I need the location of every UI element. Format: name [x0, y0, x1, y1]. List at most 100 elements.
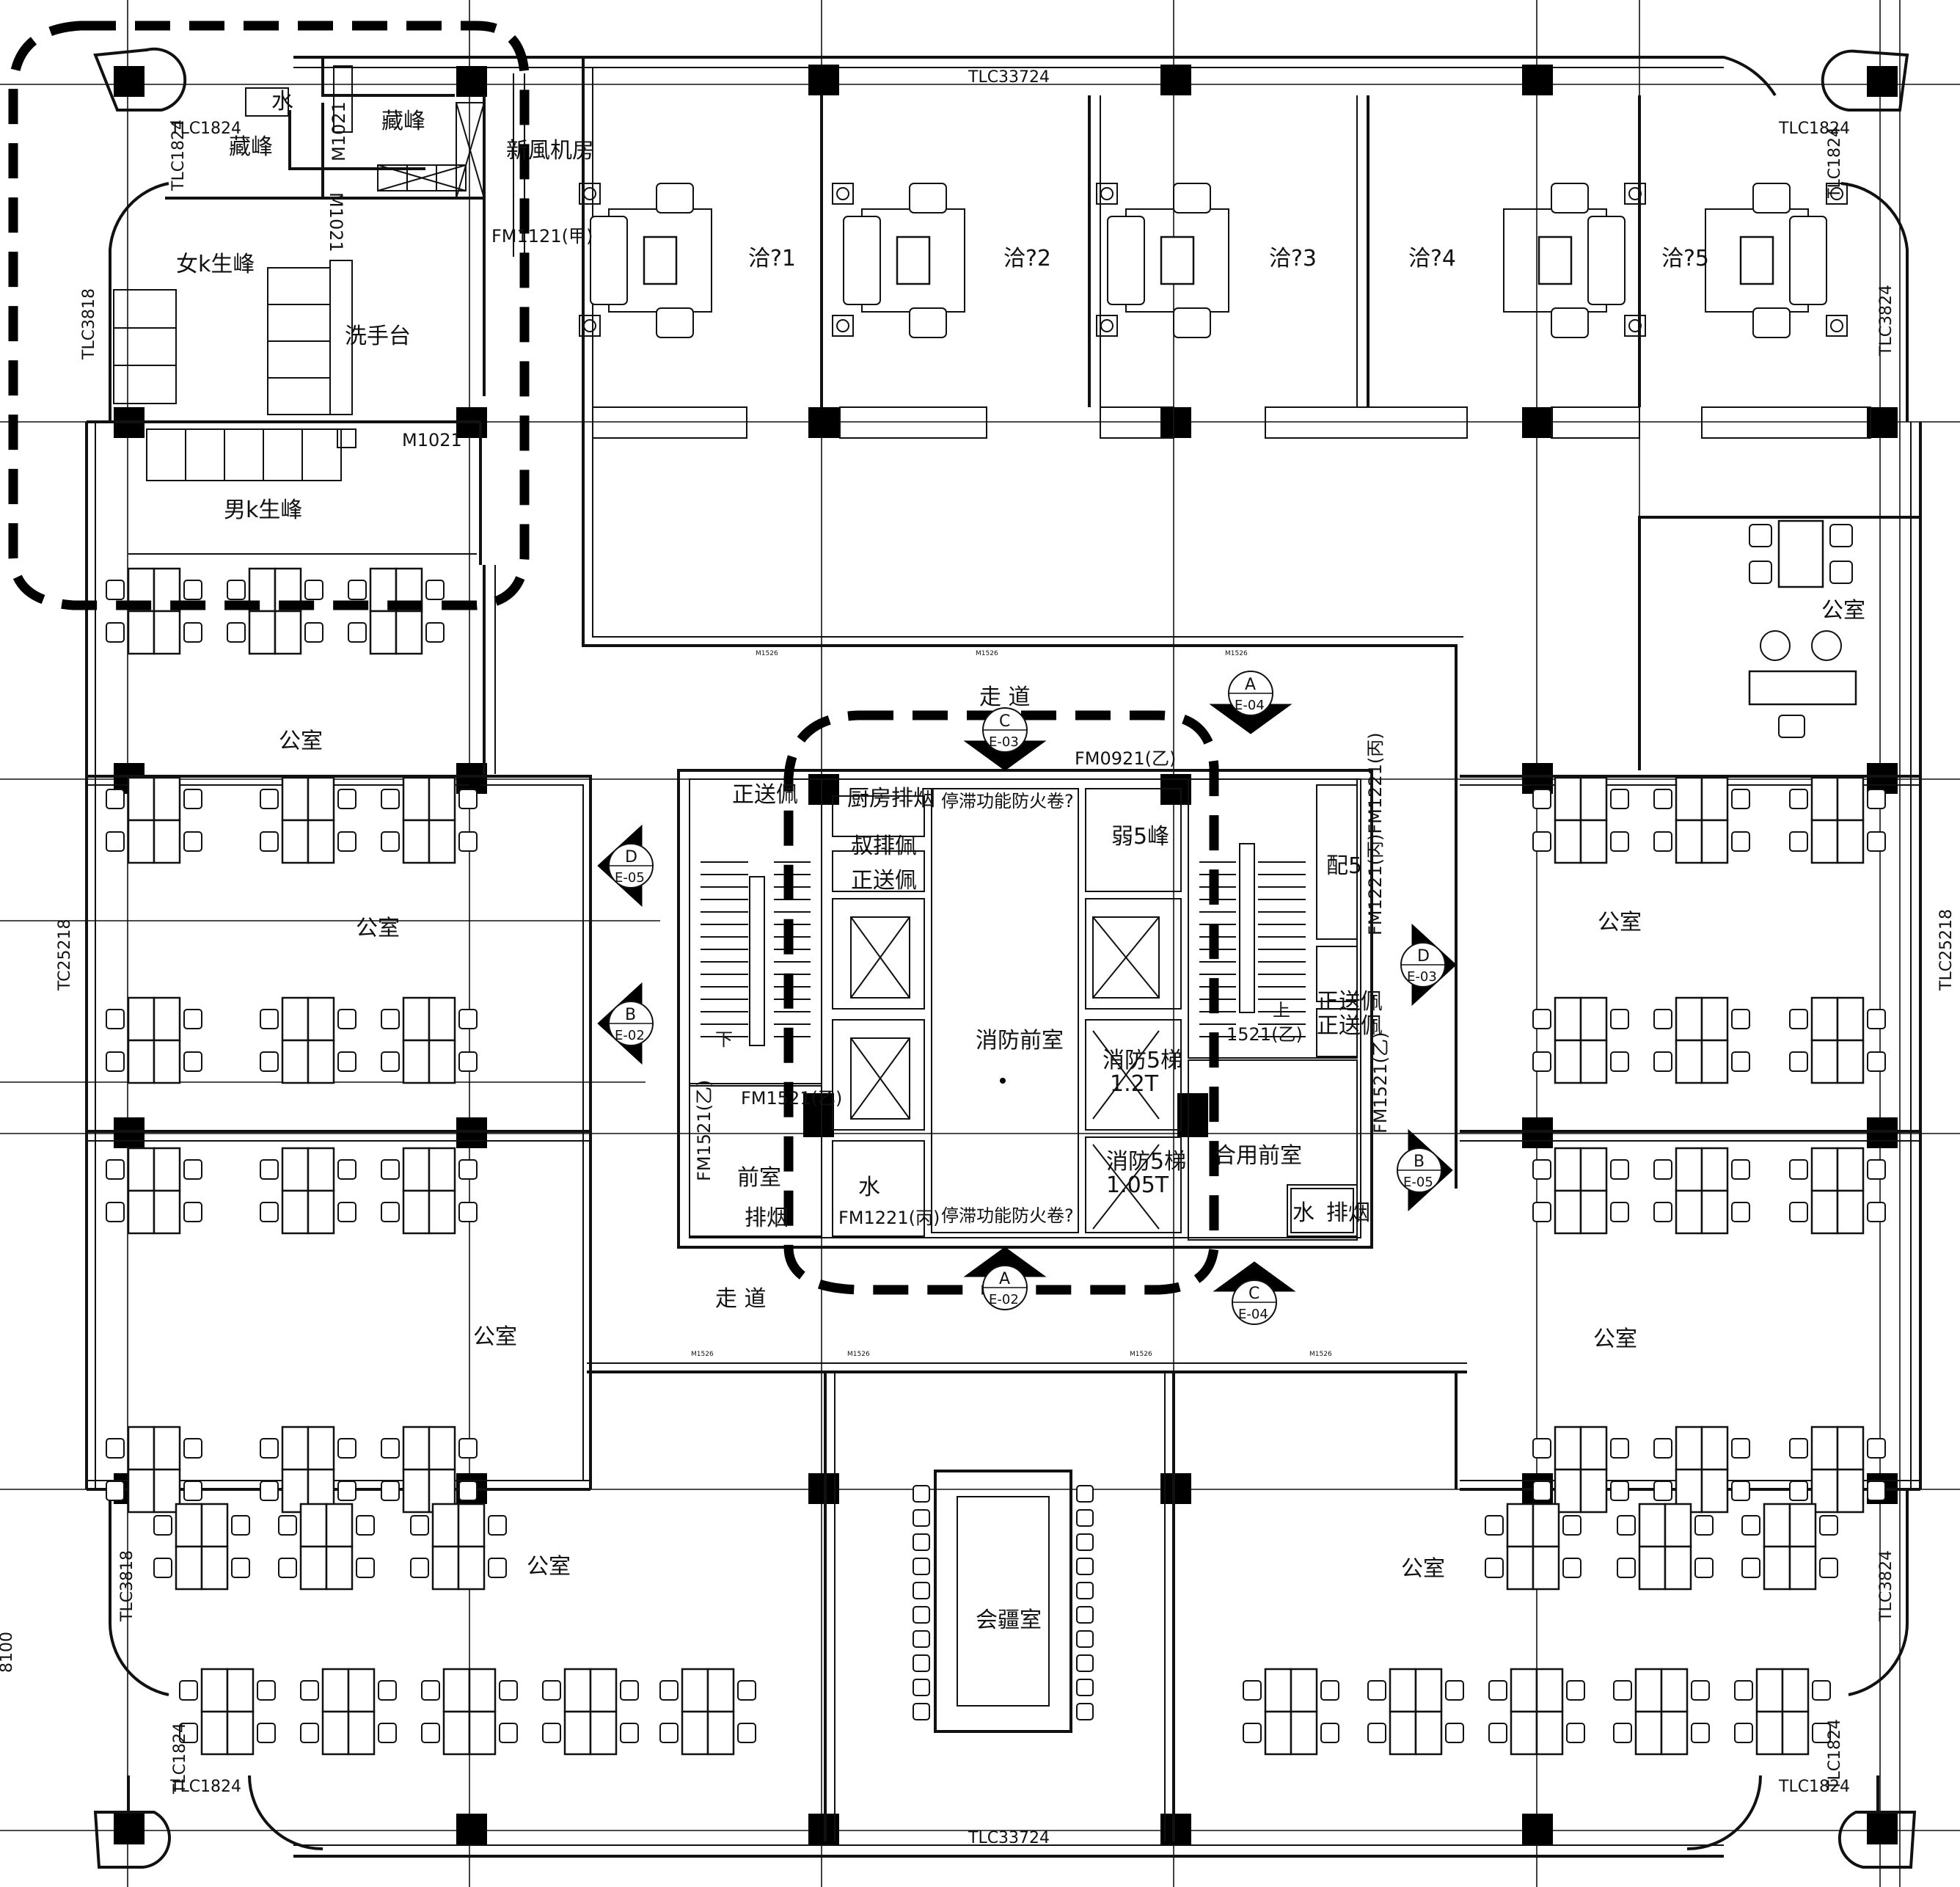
chair — [1867, 1481, 1886, 1501]
bottom-window-label: TLC33724 — [968, 1829, 1050, 1847]
workstation-cluster — [106, 776, 202, 864]
door-label: FM1221(丙) — [838, 1208, 940, 1228]
workstation-cluster — [381, 996, 478, 1084]
desk — [1535, 1710, 1564, 1756]
workstation-cluster — [1653, 996, 1750, 1084]
side-table — [1096, 315, 1118, 337]
chair — [1789, 789, 1808, 809]
section-letter: C — [1248, 1285, 1259, 1303]
room-label: 公室 — [527, 1554, 571, 1580]
side-table — [579, 315, 601, 337]
desk — [1836, 996, 1865, 1042]
chair — [1617, 1558, 1636, 1578]
sofa-set — [832, 183, 965, 338]
chair — [1488, 1723, 1507, 1743]
door-code: M1526 — [756, 650, 778, 657]
door-code: M1526 — [1225, 650, 1248, 657]
door-code: M1526 — [691, 1351, 714, 1358]
chair — [1445, 1723, 1464, 1743]
chair — [1610, 831, 1629, 852]
armchair — [656, 183, 694, 213]
room-label: 公室 — [279, 729, 323, 754]
section-marker: DE-03 — [1400, 923, 1457, 1007]
door-label: FM1121(甲) — [491, 226, 593, 247]
sofa — [843, 216, 881, 305]
desk — [153, 1426, 181, 1471]
chair — [1731, 831, 1750, 852]
desk — [1264, 1710, 1292, 1756]
chair — [620, 1723, 639, 1743]
armchair — [909, 183, 947, 213]
desk — [1748, 670, 1857, 706]
lamp — [1100, 187, 1114, 200]
workstation-cluster — [1789, 1147, 1886, 1235]
desk — [428, 776, 456, 822]
chair — [1741, 1515, 1760, 1536]
room-label: 藏峰 — [229, 134, 273, 160]
desk — [1836, 1426, 1865, 1471]
desk — [1634, 1710, 1663, 1756]
chair — [1694, 1515, 1714, 1536]
desk — [1638, 1545, 1667, 1591]
desk — [1579, 1426, 1608, 1471]
desk — [226, 1710, 255, 1756]
lamp — [1830, 187, 1843, 200]
room-label: 厨房排烟 — [847, 786, 935, 811]
chair — [1617, 1515, 1636, 1536]
room-label: 水 — [271, 89, 293, 114]
workstation-cluster — [542, 1668, 639, 1756]
chair — [348, 622, 367, 643]
chair — [913, 1509, 930, 1527]
section-ref: E-03 — [1407, 969, 1437, 985]
desk — [153, 996, 181, 1042]
sofa — [590, 216, 628, 305]
desk — [347, 1710, 376, 1756]
section-letter: A — [999, 1270, 1010, 1288]
desk — [1836, 1189, 1865, 1235]
desk — [706, 1668, 735, 1713]
room-label: 洗手台 — [345, 324, 411, 349]
desk — [200, 1503, 229, 1548]
chair — [337, 1159, 356, 1180]
desk — [589, 1668, 618, 1713]
chair — [381, 1009, 400, 1029]
chair — [1532, 1202, 1551, 1222]
room-label: 新風机房 — [506, 138, 594, 164]
chair — [1691, 1723, 1710, 1743]
side-window-label: TLC3818 — [80, 288, 98, 360]
workstation-cluster — [260, 776, 356, 864]
coffee-table — [896, 236, 931, 285]
room-label: 洽?3 — [1269, 246, 1317, 271]
chair — [1320, 1680, 1339, 1701]
chair — [659, 1680, 679, 1701]
desk — [307, 819, 335, 864]
desk — [307, 1147, 335, 1192]
desk — [1579, 1147, 1608, 1192]
desk — [200, 1668, 229, 1713]
sofa-sets — [579, 183, 1848, 338]
chair — [304, 622, 323, 643]
desk — [127, 1468, 156, 1514]
desk — [1777, 519, 1824, 588]
chair — [381, 1051, 400, 1072]
desk — [1700, 1039, 1729, 1084]
chair — [106, 831, 125, 852]
door-label: FM0921(乙) — [1075, 748, 1176, 769]
chair — [1485, 1515, 1504, 1536]
lamp — [1830, 319, 1843, 332]
top-window-label: TLC33724 — [968, 68, 1050, 87]
desk — [1675, 996, 1703, 1042]
chair — [1778, 715, 1805, 738]
side-table — [1826, 315, 1848, 337]
room-label: 洽?5 — [1661, 246, 1709, 271]
desk — [428, 996, 456, 1042]
chair — [278, 1558, 297, 1578]
chair — [499, 1723, 518, 1743]
chair — [913, 1654, 930, 1672]
chair — [300, 1680, 319, 1701]
desk — [299, 1545, 328, 1591]
chair — [257, 1723, 276, 1743]
chair — [737, 1723, 756, 1743]
desk — [1579, 1039, 1608, 1084]
